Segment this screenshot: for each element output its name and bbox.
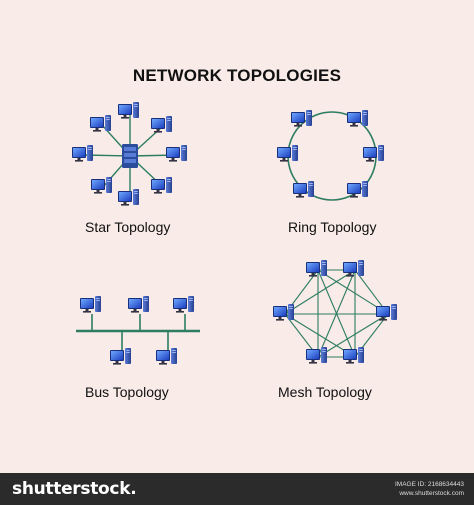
computer-icon (363, 145, 384, 162)
computer-icon (376, 304, 397, 321)
computer-icon (91, 177, 112, 194)
computer-icon (343, 347, 364, 364)
computer-icon (110, 348, 131, 365)
topologies-diagram (72, 102, 397, 365)
computer-icon (156, 348, 177, 365)
computer-icon (347, 181, 368, 198)
computer-icon (118, 189, 139, 206)
computer-icon (306, 260, 327, 277)
bus-topology-caption: Bus Topology (85, 384, 169, 400)
computer-icon (293, 181, 314, 198)
footer-bar: shutterstock. IMAGE ID: 2168634443 www.s… (0, 473, 474, 505)
mesh-topology (284, 269, 389, 358)
site-url: www.shutterstock.com (399, 490, 464, 497)
computer-icon (128, 296, 149, 313)
computer-icon (72, 145, 93, 162)
computer-icon (90, 115, 111, 132)
star-topology-caption: Star Topology (85, 219, 171, 235)
computer-icon (118, 102, 139, 119)
computer-icon (166, 145, 187, 162)
bus-topology (76, 314, 200, 350)
mesh-topology-caption: Mesh Topology (278, 384, 372, 400)
computer-icon (347, 110, 368, 127)
diagram-title: NETWORK TOPOLOGIES (132, 66, 342, 85)
computer-icon (306, 347, 327, 364)
computer-icon (151, 116, 172, 133)
computer-icon (173, 296, 194, 313)
server-icon (122, 144, 138, 168)
image-id: IMAGE ID: 2168634443 (394, 481, 464, 488)
computer-icon (151, 177, 172, 194)
computer-icon (273, 304, 294, 321)
computer-icon (80, 296, 101, 313)
shutterstock-logo: shutterstock. (12, 479, 137, 499)
ring-topology-caption: Ring Topology (288, 219, 377, 235)
